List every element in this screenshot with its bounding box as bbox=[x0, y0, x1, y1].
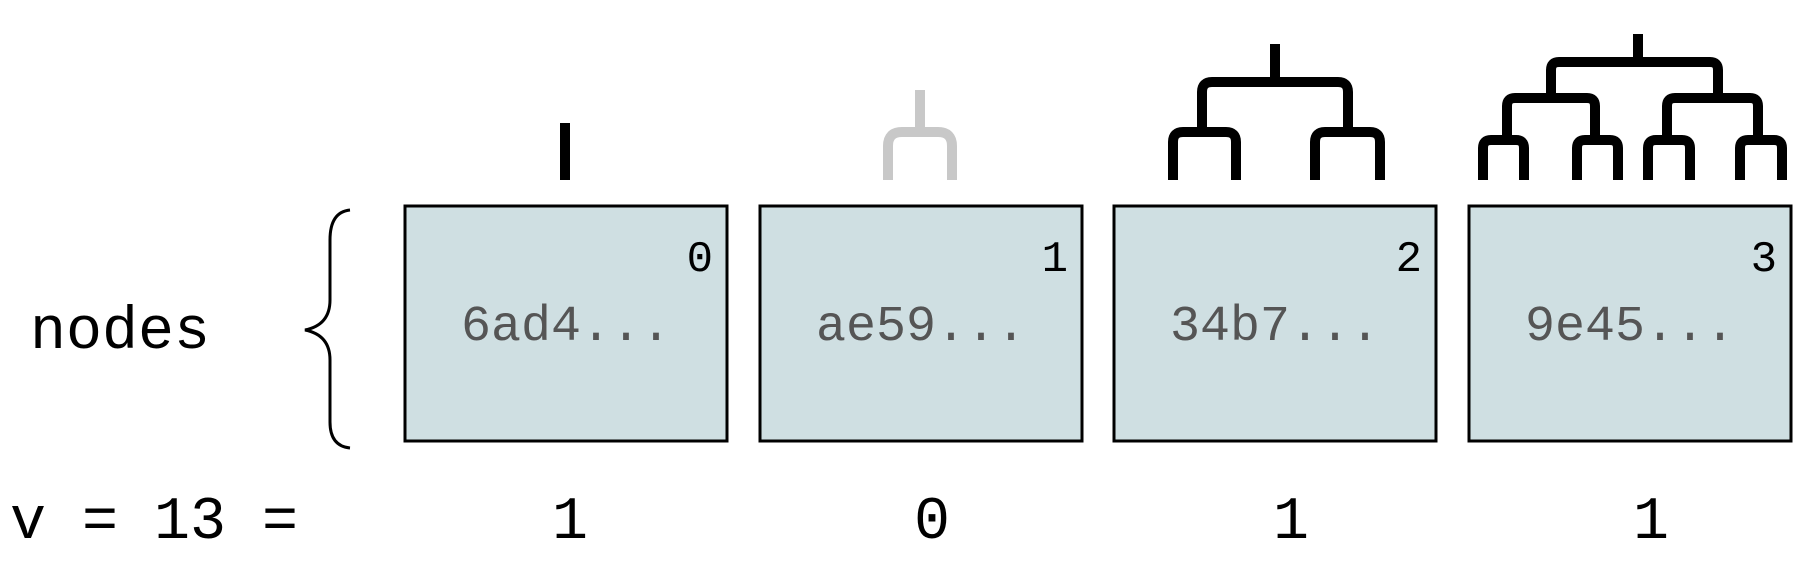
node-index-1: 1 bbox=[1042, 235, 1068, 285]
node-index-0: 0 bbox=[687, 235, 713, 285]
node-0: 0 6ad4... 1 bbox=[403, 123, 729, 557]
node-bit-0: 1 bbox=[552, 489, 588, 557]
node-3: 3 9e45... 1 bbox=[1467, 34, 1793, 557]
node-hash-2: 34b7... bbox=[1170, 299, 1380, 356]
node-2: 2 34b7... 1 bbox=[1112, 44, 1438, 557]
nodes-brace bbox=[304, 208, 351, 450]
value-equation-label: v = 13 = bbox=[10, 489, 298, 557]
node-box-2 bbox=[1112, 204, 1438, 443]
node-hash-1: ae59... bbox=[816, 299, 1026, 356]
tree-height-1 bbox=[883, 90, 957, 180]
node-1: 1 ae59... 0 bbox=[758, 90, 1084, 557]
node-bit-3: 1 bbox=[1633, 489, 1669, 557]
node-box-0 bbox=[403, 204, 729, 443]
node-index-2: 2 bbox=[1396, 235, 1422, 285]
node-index-3: 3 bbox=[1751, 235, 1777, 285]
node-hash-3: 9e45... bbox=[1525, 299, 1735, 356]
nodes-label: nodes bbox=[30, 299, 210, 367]
tree-height-3 bbox=[1478, 34, 1787, 180]
node-box-3 bbox=[1467, 204, 1793, 443]
node-box-1 bbox=[758, 204, 1084, 443]
node-bit-2: 1 bbox=[1273, 489, 1309, 557]
node-hash-0: 6ad4... bbox=[461, 299, 671, 356]
tree-height-2 bbox=[1168, 44, 1385, 180]
node-bit-1: 0 bbox=[914, 489, 950, 557]
